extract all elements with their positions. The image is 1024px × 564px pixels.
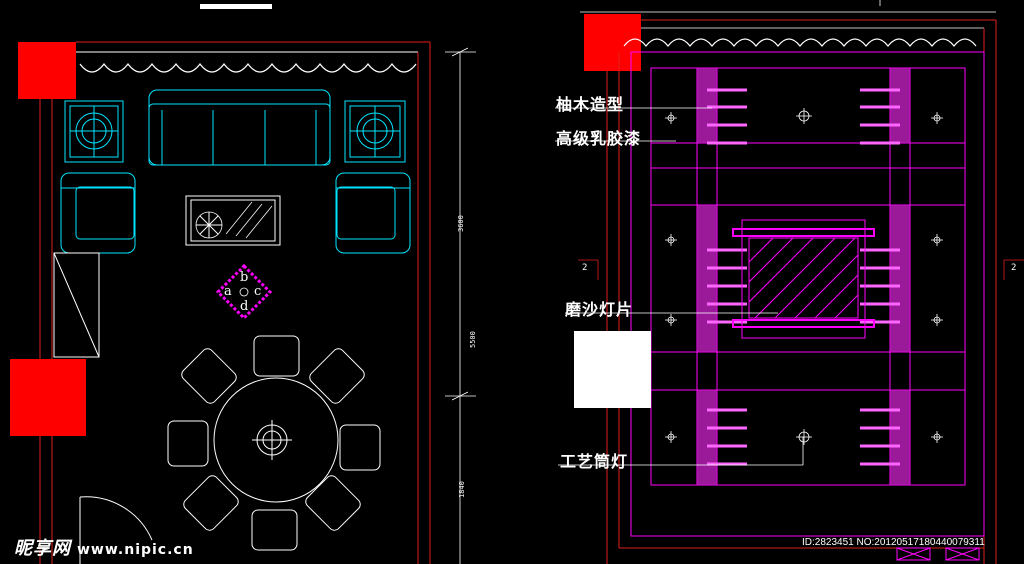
- legend-letter-b: b: [240, 270, 249, 285]
- label-frosted-panel: 磨沙灯片: [565, 300, 634, 319]
- label-downlight: 工艺筒灯: [560, 452, 629, 471]
- watermark-url: www.nipic.cn: [77, 542, 194, 558]
- label-latex-paint: 高级乳胶漆: [556, 129, 642, 148]
- legend-letter-a: a: [224, 284, 232, 299]
- image-id: ID:2823451 NO:20120517180440079311: [802, 537, 985, 548]
- three-seat-sofa: [148, 89, 331, 166]
- curtain: [79, 63, 417, 73]
- label-teak-feature: 柚木造型: [556, 95, 625, 114]
- watermark: 昵享网 www.nipic.cn: [14, 534, 194, 560]
- coffee-table: [185, 195, 281, 246]
- red-block: [584, 14, 641, 71]
- legend-letter-d: d: [240, 299, 249, 314]
- legend-diamond: [215, 263, 273, 321]
- downlight-markers: [665, 108, 943, 445]
- frosted-light-panel: [732, 219, 875, 339]
- red-block: [18, 42, 76, 99]
- dimension-label: 1840: [458, 481, 466, 498]
- white-panel: [574, 331, 651, 408]
- ladder-rungs: [707, 88, 900, 466]
- door: [79, 496, 153, 564]
- side-table-left: [64, 100, 124, 163]
- ceiling-grid: [630, 51, 985, 537]
- ceiling-plan: [555, 0, 1024, 564]
- section-number: 2: [582, 263, 588, 273]
- side-table-right: [344, 100, 406, 163]
- armchair-right: [335, 172, 411, 254]
- dining-table: [213, 377, 339, 503]
- leader-lines: [555, 107, 804, 466]
- dimension-label: 3600: [457, 215, 465, 232]
- dimension-label: 5500: [469, 331, 477, 348]
- red-block: [10, 359, 86, 436]
- curtain: [623, 38, 977, 47]
- title-bar-mark: [200, 4, 272, 9]
- legend-letter-c: c: [254, 284, 262, 299]
- armchair-left: [60, 172, 136, 254]
- teak-strips: [696, 67, 911, 486]
- floor-plan: [10, 41, 476, 564]
- watermark-brand: 昵享网: [14, 538, 71, 559]
- cabinet: [53, 252, 100, 358]
- dimension-tick: [451, 391, 469, 401]
- section-mark-lines: [578, 259, 1024, 280]
- dimension-tick: [451, 47, 469, 57]
- bottom-marks: [896, 547, 980, 561]
- dining-chairs: [167, 335, 381, 551]
- section-number: 2: [1011, 263, 1017, 273]
